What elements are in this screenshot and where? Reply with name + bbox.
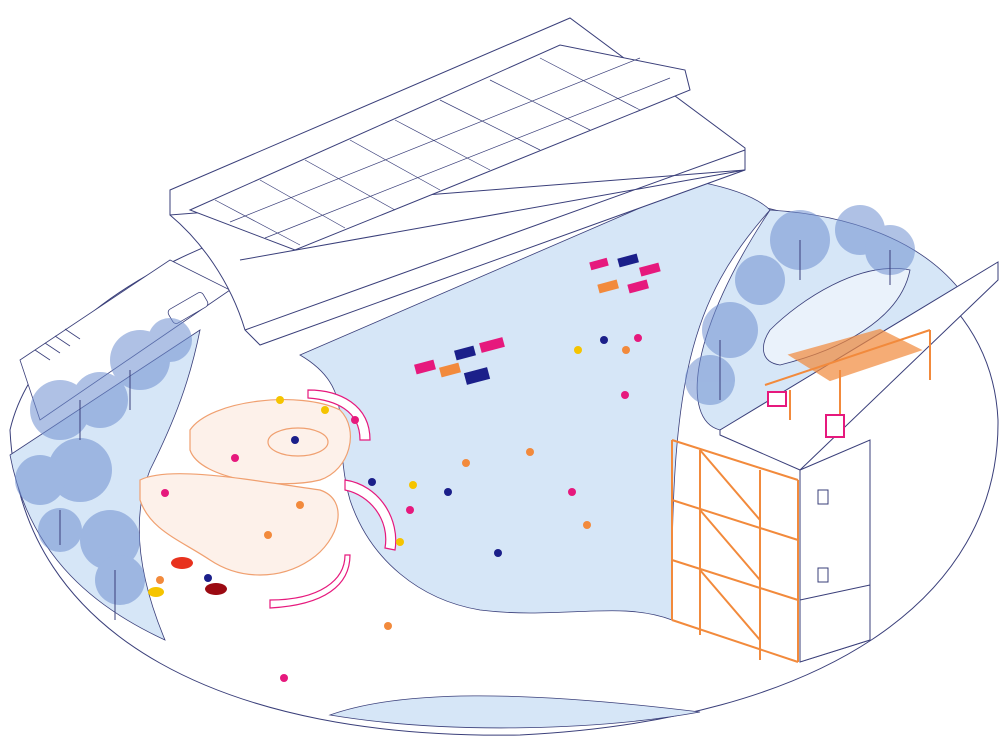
dark-red-circle — [205, 583, 227, 595]
car — [167, 292, 209, 324]
people — [156, 334, 642, 682]
crosswalk — [34, 328, 81, 361]
elevated-highway — [169, 17, 746, 346]
scaffold-structure — [671, 328, 931, 663]
tree-trunks — [59, 240, 891, 620]
red-circle — [171, 557, 193, 569]
sign-board — [825, 414, 845, 438]
benches — [269, 389, 397, 609]
picnic-blankets — [414, 253, 661, 385]
right-grove-pond — [763, 268, 911, 366]
tree-groves — [15, 205, 915, 605]
bottom-water — [328, 695, 701, 729]
sign-board — [767, 391, 787, 407]
yellow-circle — [148, 587, 164, 597]
skate-park — [139, 398, 351, 576]
